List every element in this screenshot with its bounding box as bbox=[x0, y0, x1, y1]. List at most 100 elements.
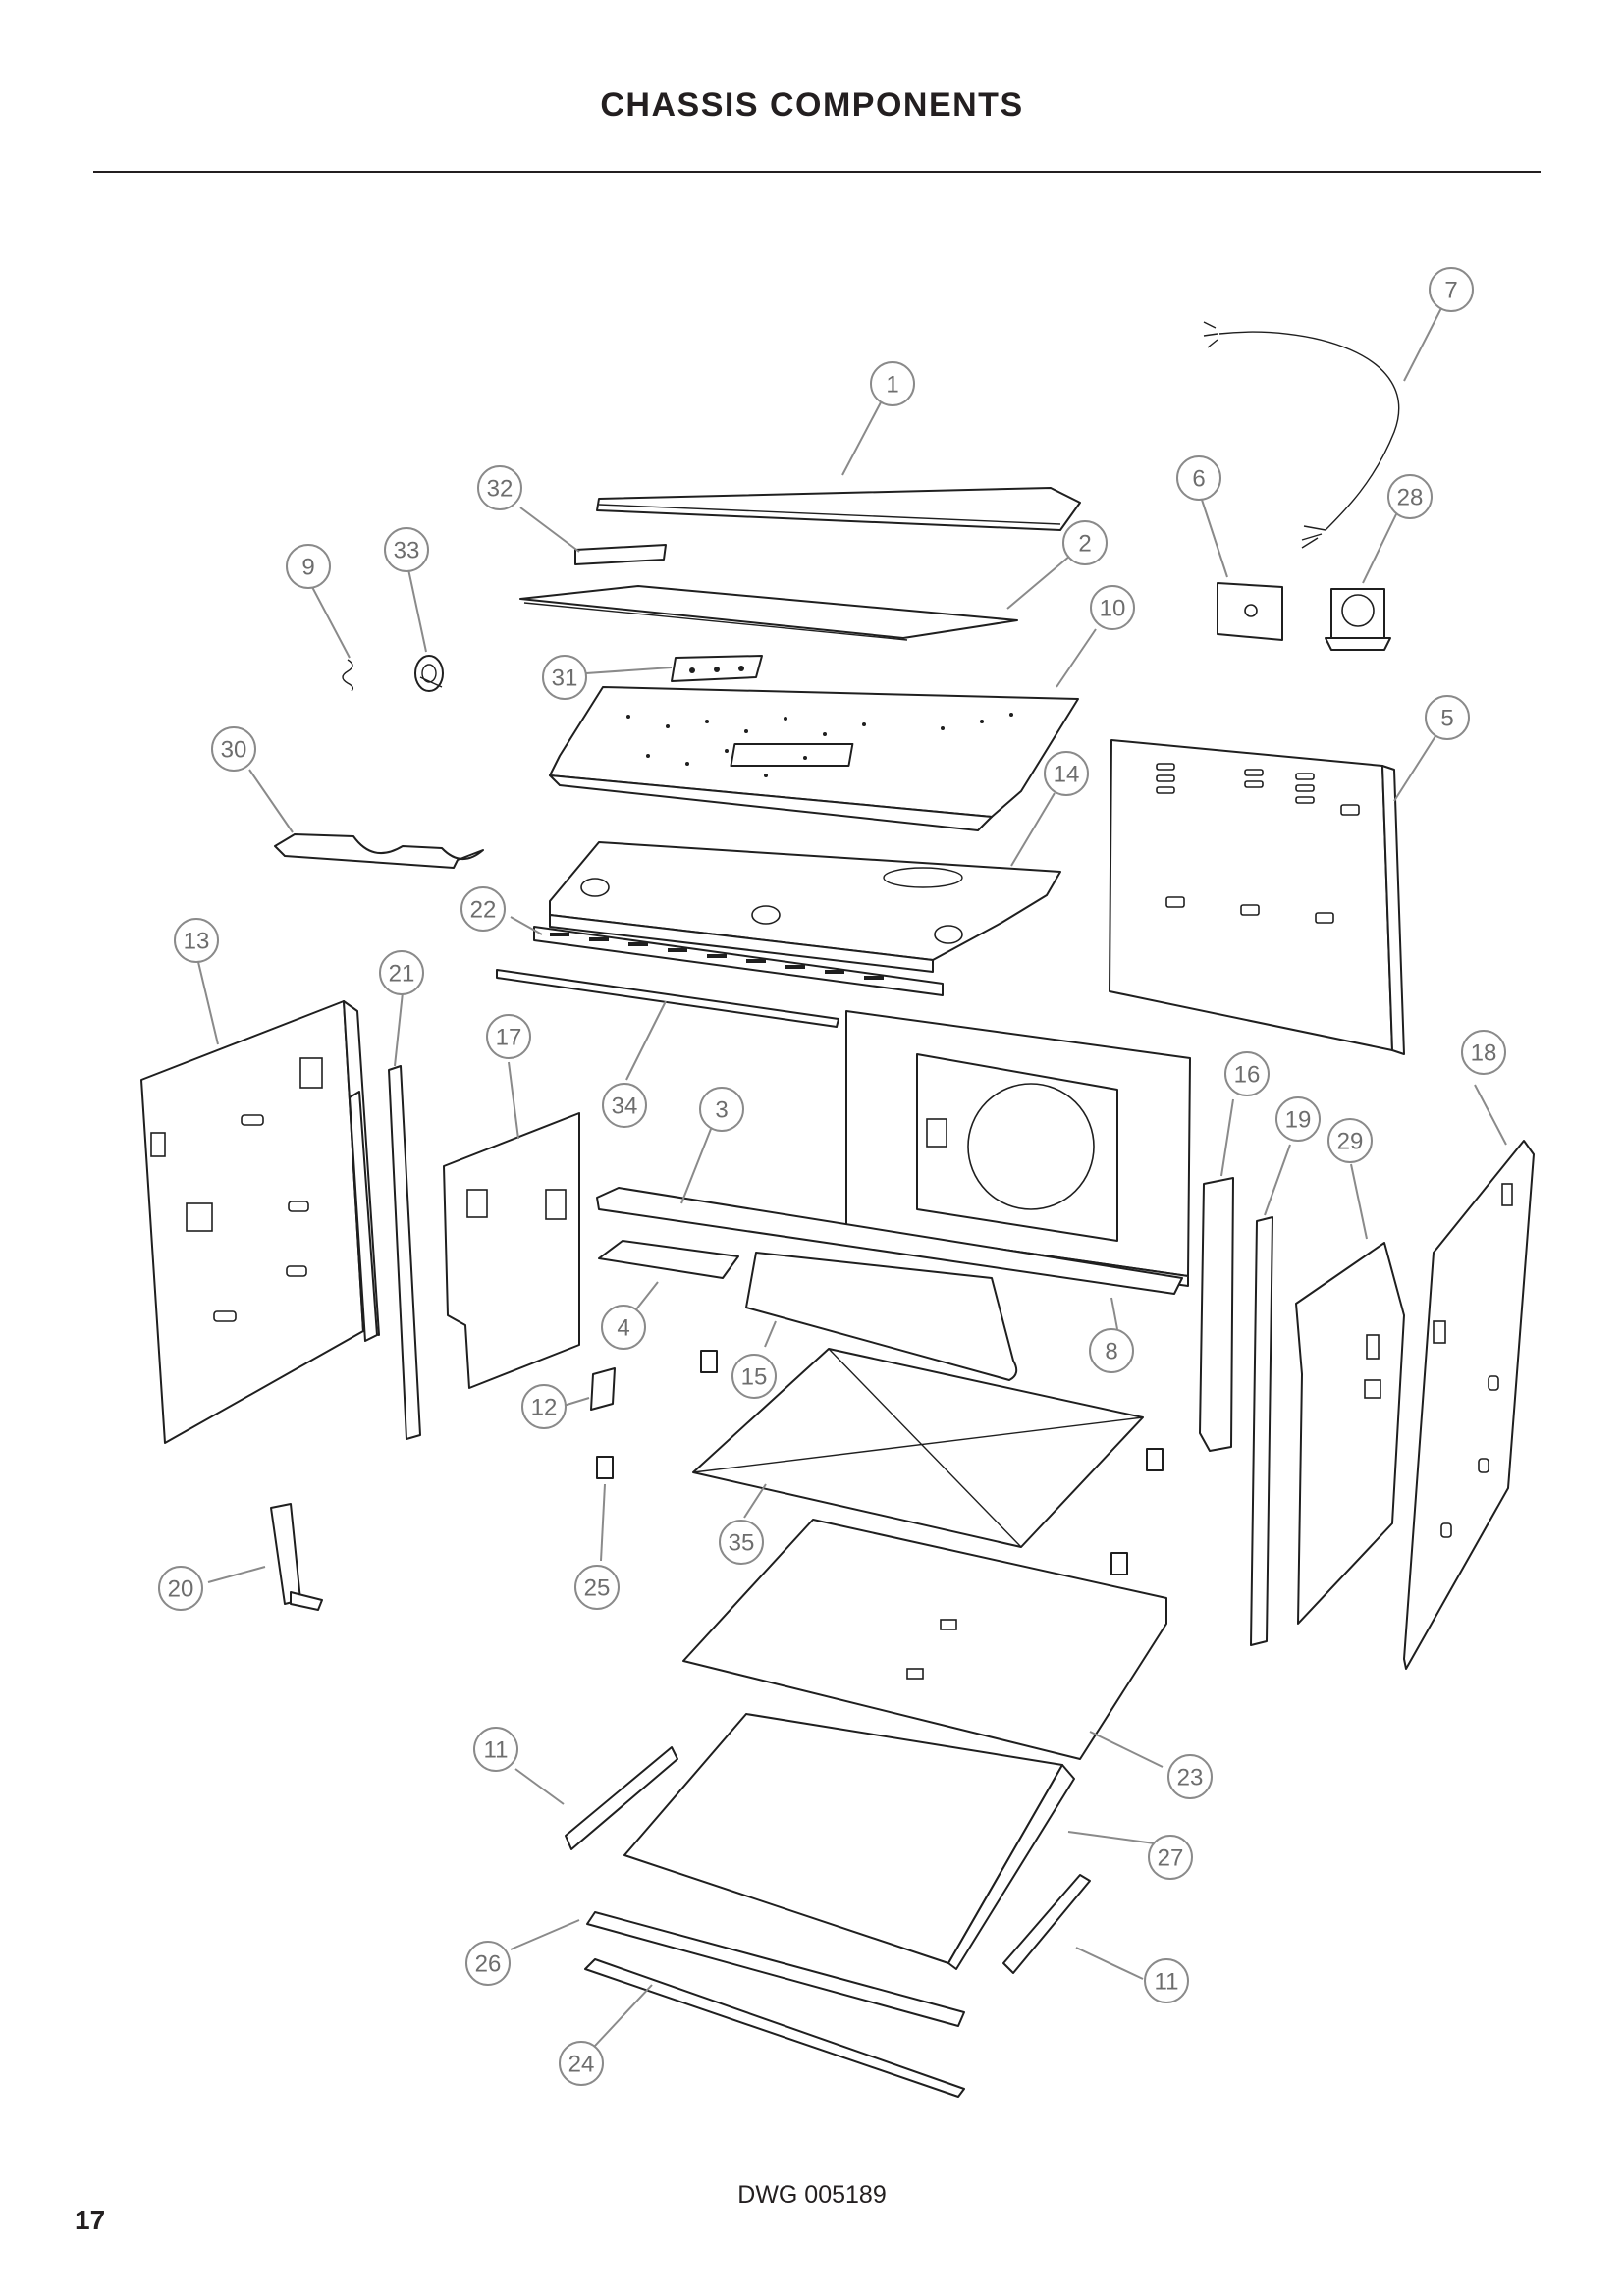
part-10-upper-tray bbox=[549, 686, 1079, 831]
callout-17: 17 bbox=[486, 1014, 531, 1059]
callout-8: 8 bbox=[1089, 1328, 1134, 1373]
callout-35: 35 bbox=[719, 1520, 764, 1565]
svg-text:3: 3 bbox=[715, 1097, 728, 1124]
svg-text:23: 23 bbox=[1177, 1765, 1204, 1791]
part-2-cover-panel bbox=[519, 585, 1018, 641]
callout-27: 27 bbox=[1148, 1835, 1193, 1880]
part-22-slotted-strip bbox=[533, 926, 944, 996]
part-5-back-panel bbox=[1109, 739, 1405, 1055]
leader-29 bbox=[1350, 1163, 1368, 1240]
leader-6 bbox=[1201, 499, 1228, 578]
callout-18: 18 bbox=[1461, 1030, 1506, 1075]
part-16-channel bbox=[1199, 1177, 1234, 1452]
part-6-bracket bbox=[1217, 582, 1283, 641]
callout-19: 19 bbox=[1275, 1096, 1321, 1142]
callout-33: 33 bbox=[384, 527, 429, 572]
callout-16: 16 bbox=[1224, 1051, 1270, 1096]
part-11-slotted-bracket-left bbox=[565, 1746, 678, 1850]
leader-16 bbox=[1220, 1098, 1234, 1177]
part-35-braced-frame bbox=[692, 1348, 1144, 1548]
part-17-inner-side-panel bbox=[443, 1112, 580, 1389]
callout-14: 14 bbox=[1044, 751, 1089, 796]
callout-25: 25 bbox=[574, 1565, 620, 1610]
part-26-base-rail bbox=[586, 1911, 965, 2027]
callout-9: 9 bbox=[286, 544, 331, 589]
svg-text:14: 14 bbox=[1054, 762, 1080, 788]
leader-4 bbox=[635, 1281, 659, 1310]
part-21-vertical-post bbox=[349, 1065, 421, 1440]
callout-12: 12 bbox=[521, 1384, 567, 1429]
callout-1: 1 bbox=[870, 361, 915, 406]
leader-34 bbox=[625, 1000, 667, 1081]
leader-9 bbox=[311, 586, 351, 659]
leader-15 bbox=[764, 1320, 777, 1348]
svg-text:1: 1 bbox=[886, 372, 898, 399]
svg-text:11: 11 bbox=[1155, 1969, 1179, 1996]
callout-29: 29 bbox=[1327, 1118, 1373, 1163]
part-25-feet bbox=[596, 1350, 1164, 1575]
part-33-clamp bbox=[414, 655, 444, 692]
callout-2: 2 bbox=[1062, 520, 1108, 565]
svg-text:28: 28 bbox=[1397, 485, 1424, 511]
leader-23 bbox=[1089, 1731, 1164, 1768]
part-1-top-cover bbox=[596, 487, 1081, 531]
leader-30 bbox=[248, 769, 294, 833]
callout-3: 3 bbox=[699, 1087, 744, 1132]
callout-5: 5 bbox=[1425, 695, 1470, 740]
part-31-bracket bbox=[671, 655, 763, 682]
svg-text:15: 15 bbox=[741, 1364, 768, 1391]
part-30-shaped-plate bbox=[274, 833, 484, 869]
part-3-front-rail bbox=[596, 1187, 1183, 1295]
callout-4: 4 bbox=[601, 1305, 646, 1350]
part-23-base-plate bbox=[682, 1519, 1167, 1760]
svg-text:2: 2 bbox=[1078, 531, 1091, 558]
leader-21 bbox=[394, 991, 404, 1067]
part-18-right-side-panel bbox=[1403, 1140, 1535, 1670]
title-rule bbox=[93, 171, 1541, 173]
leader-33 bbox=[407, 568, 427, 653]
leader-lines bbox=[197, 305, 1507, 2047]
part-12-small-plate bbox=[590, 1367, 616, 1411]
callout-21: 21 bbox=[379, 950, 424, 995]
svg-text:35: 35 bbox=[729, 1530, 755, 1557]
leader-18 bbox=[1474, 1084, 1507, 1146]
svg-text:21: 21 bbox=[389, 961, 415, 988]
part-15-deflector bbox=[745, 1252, 1018, 1381]
part-27-chassis-base bbox=[623, 1713, 1075, 1970]
leader-32 bbox=[519, 507, 580, 553]
leader-24 bbox=[594, 1984, 653, 2047]
part-14-mid-tray bbox=[549, 841, 1061, 973]
svg-text:26: 26 bbox=[475, 1951, 502, 1978]
leader-8 bbox=[1110, 1297, 1118, 1330]
callout-6: 6 bbox=[1176, 455, 1221, 501]
leader-26 bbox=[510, 1919, 580, 1950]
callout-23: 23 bbox=[1167, 1754, 1213, 1799]
callout-15: 15 bbox=[731, 1354, 777, 1399]
callout-11-left: 11 bbox=[473, 1727, 518, 1772]
svg-text:22: 22 bbox=[470, 897, 497, 924]
callout-26: 26 bbox=[465, 1941, 511, 1986]
callout-24: 24 bbox=[559, 2041, 604, 2086]
leader-27 bbox=[1067, 1831, 1156, 1844]
svg-text:27: 27 bbox=[1158, 1845, 1184, 1872]
svg-text:17: 17 bbox=[496, 1025, 522, 1051]
page-title: CHASSIS COMPONENTS bbox=[600, 86, 1024, 124]
leader-14 bbox=[1010, 792, 1056, 867]
part-24-base-rail bbox=[584, 1958, 965, 2098]
svg-text:31: 31 bbox=[552, 666, 578, 692]
part-29-right-inner-panel bbox=[1295, 1242, 1405, 1625]
leader-3 bbox=[680, 1128, 712, 1204]
callout-13: 13 bbox=[174, 918, 219, 963]
part-4-tray bbox=[598, 1240, 739, 1279]
svg-text:11: 11 bbox=[484, 1737, 509, 1764]
svg-text:6: 6 bbox=[1192, 466, 1205, 493]
leader-28 bbox=[1362, 513, 1397, 584]
callout-28: 28 bbox=[1387, 474, 1433, 519]
part-19-vertical-rail bbox=[1250, 1216, 1273, 1646]
svg-text:30: 30 bbox=[221, 737, 247, 764]
callout-11-right: 11 bbox=[1144, 1958, 1189, 2003]
callout-10: 10 bbox=[1090, 585, 1135, 630]
leader-13 bbox=[197, 961, 219, 1045]
leader-19 bbox=[1264, 1144, 1291, 1216]
